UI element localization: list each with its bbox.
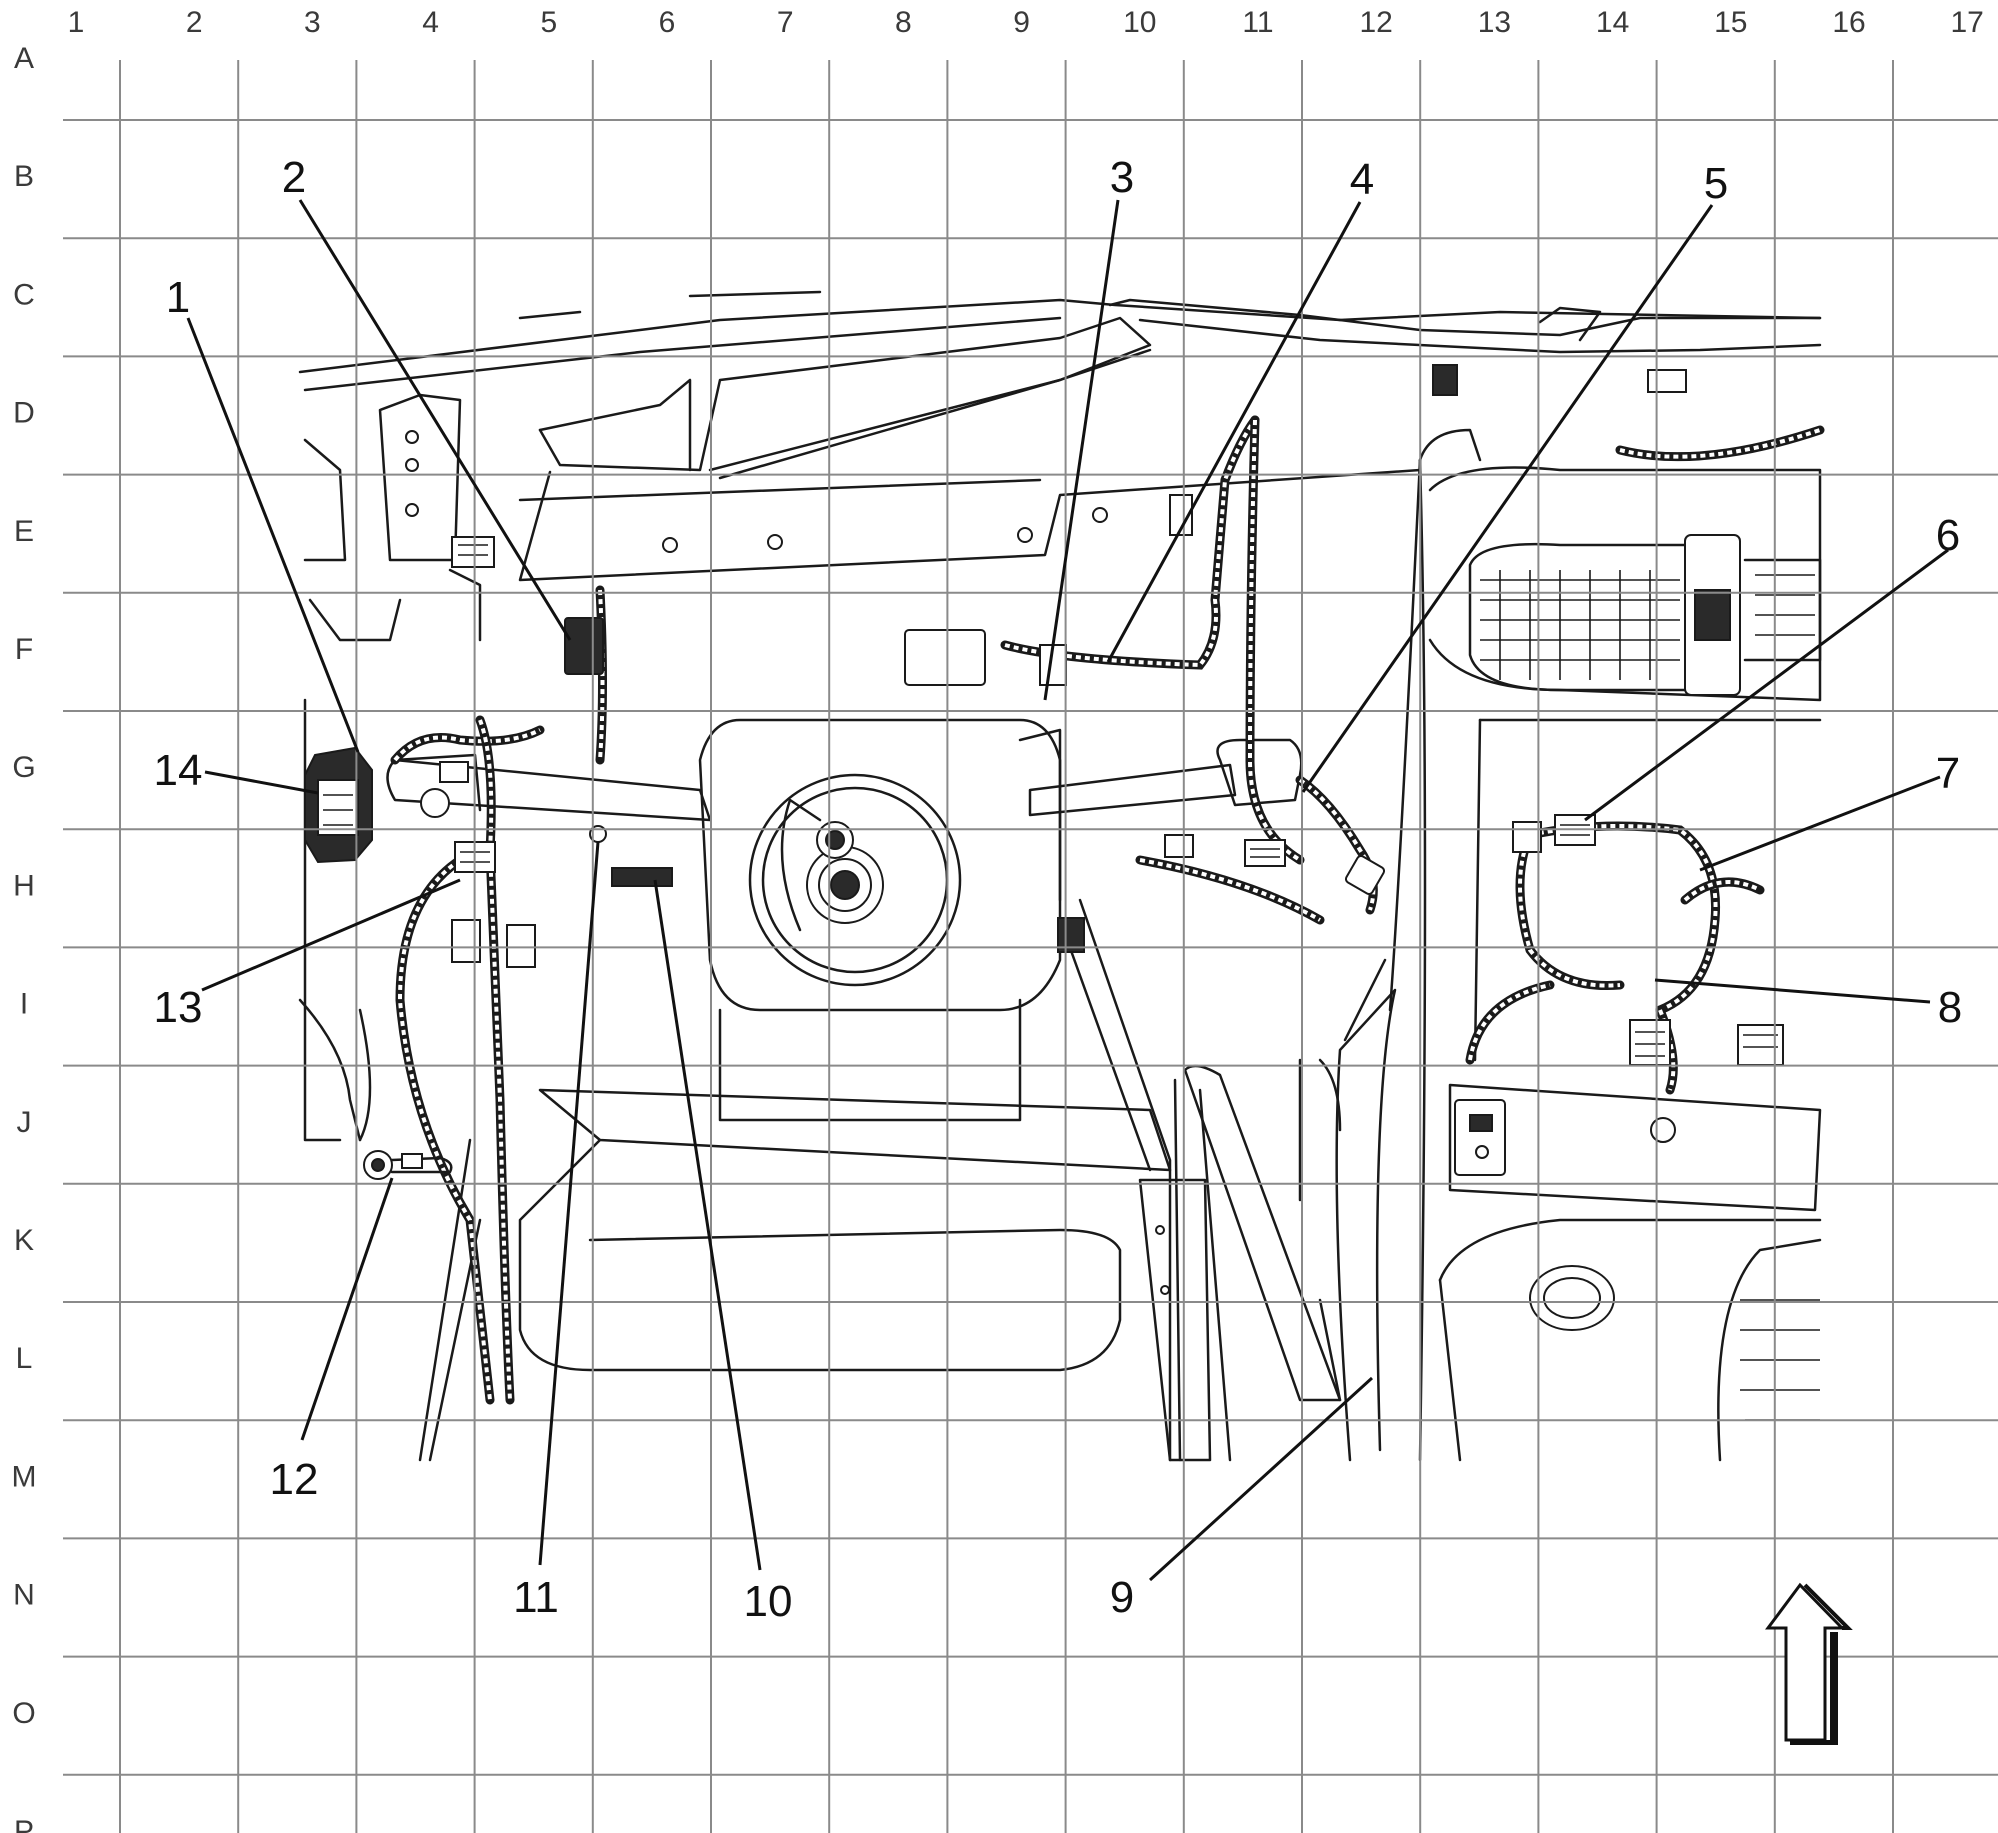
right-lower-panel	[1438, 718, 1822, 1462]
up-arrow-icon	[1765, 1582, 1853, 1745]
grid-column-label: 12	[1360, 6, 1393, 39]
grid-row-label: O	[12, 1697, 35, 1730]
wiper-switch-stalk	[1028, 738, 1303, 817]
steering-column-shroud	[698, 718, 1062, 1122]
brake-pedal-bracket	[1173, 1058, 1342, 1462]
grid-row-label: J	[17, 1106, 32, 1139]
callout-number: 6	[1936, 511, 1960, 560]
callout-number: 12	[270, 1455, 319, 1504]
callout-14: 14	[154, 746, 319, 795]
grid-column-label: 6	[659, 6, 676, 39]
callout-number: 2	[282, 153, 306, 202]
center-support-bracket	[1058, 898, 1212, 1462]
grid-row-label: G	[12, 751, 35, 784]
callout-number: 13	[154, 983, 203, 1032]
callout-number: 3	[1110, 153, 1134, 202]
grid-row-label: A	[14, 42, 34, 75]
grid-column-label: 2	[186, 6, 203, 39]
grid-row-label: B	[14, 160, 34, 193]
callout-number: 7	[1936, 749, 1960, 798]
callout-number: 4	[1350, 155, 1374, 204]
callout-number: 8	[1938, 983, 1962, 1032]
callout-number: 11	[513, 1573, 559, 1622]
vehicle-interior-illustration	[298, 290, 1825, 1462]
grid-column-label: 9	[1013, 6, 1030, 39]
grid-column-label: 5	[540, 6, 557, 39]
grid-column-label: 14	[1596, 6, 1629, 39]
left-bracket	[303, 393, 495, 642]
grid-column-label: 8	[895, 6, 912, 39]
callout-number: 9	[1110, 1573, 1134, 1622]
grid-column-label: 7	[777, 6, 794, 39]
grid-row-label: M	[12, 1460, 37, 1493]
row-labels: A B C D E F G H I J K L M N O P	[12, 42, 37, 1833]
callout-13: 13	[154, 878, 461, 1032]
grid-row-label: C	[13, 278, 35, 311]
grid-row-label: H	[13, 869, 35, 902]
callout-number: 10	[744, 1577, 793, 1626]
callout-3: 3	[1043, 153, 1134, 701]
reference-grid	[63, 60, 1998, 1833]
grid-row-label: P	[14, 1815, 34, 1833]
upper-dash-housing	[518, 316, 1422, 582]
grid-row-label: N	[13, 1579, 35, 1612]
grid-column-label: 4	[422, 6, 439, 39]
callout-9: 9	[1110, 1376, 1374, 1622]
callout-2: 2	[282, 153, 572, 641]
callout-number: 5	[1704, 159, 1728, 208]
callout-5: 5	[1301, 159, 1728, 793]
grid-column-label: 11	[1242, 6, 1273, 39]
grid-row-label: I	[20, 988, 28, 1021]
grid-row-label: F	[15, 633, 33, 666]
callout-7: 7	[1699, 749, 1960, 872]
steering-wheel-hub	[748, 773, 962, 987]
callout-number: 14	[154, 746, 203, 795]
air-vent-grille	[1428, 466, 1822, 702]
grid-row-label: D	[13, 397, 35, 430]
callout-number: 1	[166, 273, 190, 322]
knee-bolster	[418, 1088, 1172, 1462]
grid-column-label: 10	[1123, 6, 1156, 39]
grid-column-label: 1	[68, 6, 85, 39]
grid-column-label: 13	[1478, 6, 1511, 39]
callout-8: 8	[1654, 978, 1962, 1032]
grid-column-label: 17	[1951, 6, 1984, 39]
callout-12: 12	[270, 1177, 394, 1504]
center-console-trim	[1335, 428, 1482, 1462]
callout-1: 1	[166, 273, 360, 753]
callout-10: 10	[653, 879, 793, 1626]
grid-row-label: L	[16, 1342, 33, 1375]
left-side-connector	[304, 746, 373, 864]
callout-11: 11	[513, 841, 600, 1622]
wiring-harness	[390, 415, 1825, 1405]
ground-terminal	[363, 1150, 453, 1180]
callout-6: 6	[1584, 511, 1960, 822]
grid-column-label: 15	[1714, 6, 1747, 39]
grid-column-label: 3	[304, 6, 321, 39]
callout-4: 4	[1106, 155, 1374, 663]
left-kick-panel	[298, 698, 372, 1142]
turn-signal-stalk	[386, 753, 712, 822]
grid-row-label: K	[14, 1224, 34, 1257]
grid-row-label: E	[14, 515, 34, 548]
grid-column-label: 16	[1832, 6, 1865, 39]
